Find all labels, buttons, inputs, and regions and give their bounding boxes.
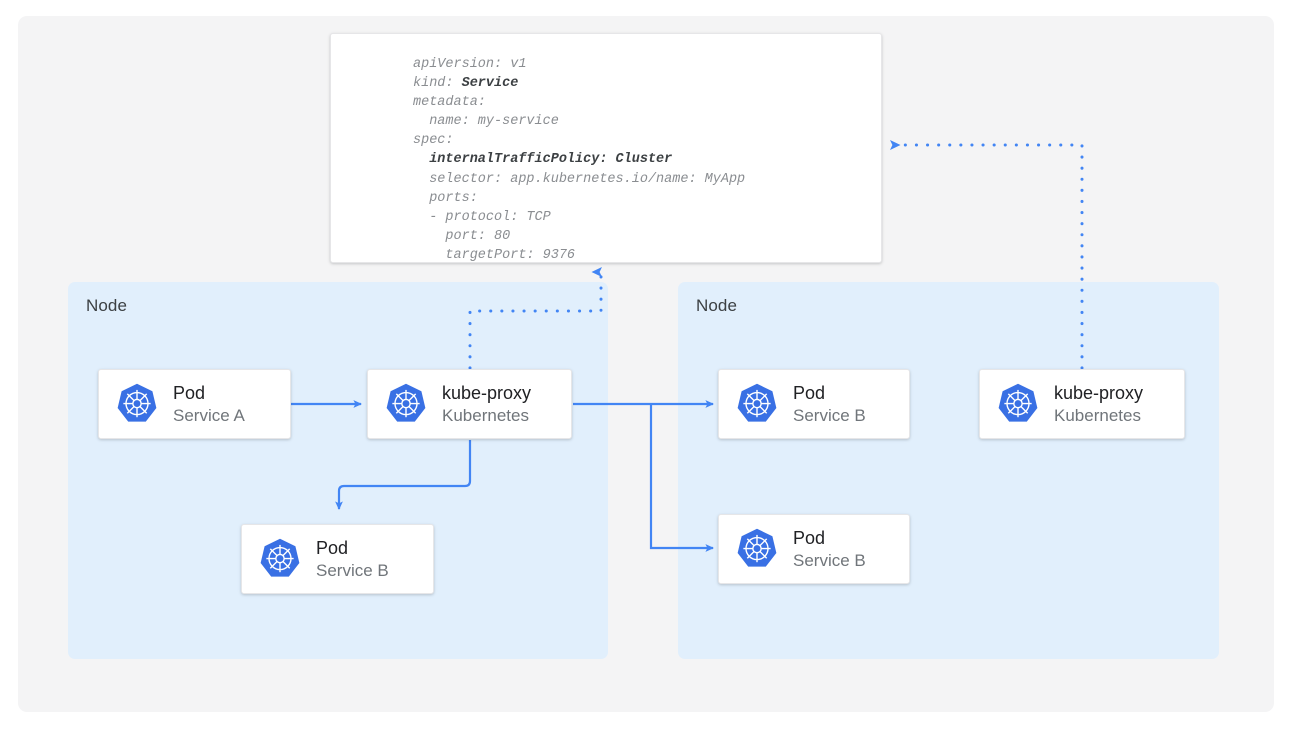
service-manifest-code: apiVersion: v1 kind: Service metadata: n… — [413, 57, 746, 263]
card-subtitle: Service B — [793, 550, 866, 570]
card-subtitle: Kubernetes — [442, 405, 529, 425]
kubernetes-logo-icon — [998, 383, 1038, 422]
card-title: kube-proxy — [1054, 383, 1144, 404]
card-kube-proxy-left[interactable]: kube-proxy Kubernetes — [367, 369, 572, 439]
card-pod-service-b-right-top[interactable]: Pod Service B — [718, 369, 910, 439]
card-text: Pod Service B — [316, 537, 389, 580]
kubernetes-logo-icon — [737, 528, 777, 567]
card-subtitle: Service B — [793, 405, 866, 425]
card-text: Pod Service A — [173, 382, 245, 425]
card-title: Pod — [793, 383, 826, 404]
card-subtitle: Kubernetes — [1054, 405, 1141, 425]
card-text: Pod Service B — [793, 527, 866, 570]
card-title: Pod — [793, 528, 826, 549]
card-title: Pod — [316, 538, 349, 559]
node-label-right: Node — [696, 296, 738, 315]
node-box-left — [68, 282, 608, 659]
card-subtitle: Service A — [173, 405, 245, 425]
card-pod-service-b-left[interactable]: Pod Service B — [241, 524, 434, 594]
card-pod-service-a[interactable]: Pod Service A — [98, 369, 291, 439]
node-box-right — [678, 282, 1219, 659]
card-kube-proxy-right[interactable]: kube-proxy Kubernetes — [979, 369, 1185, 439]
service-manifest-panel: apiVersion: v1 kind: Service metadata: n… — [330, 33, 882, 263]
kubernetes-logo-icon — [386, 383, 426, 422]
card-pod-service-b-right-bottom[interactable]: Pod Service B — [718, 514, 910, 584]
kubernetes-logo-icon — [260, 538, 300, 577]
card-text: kube-proxy Kubernetes — [442, 382, 531, 425]
node-label-left: Node — [86, 296, 128, 315]
kubernetes-logo-icon — [737, 383, 777, 422]
card-subtitle: Service B — [316, 560, 389, 580]
card-text: kube-proxy Kubernetes — [1054, 382, 1143, 425]
card-text: Pod Service B — [793, 382, 866, 425]
card-title: kube-proxy — [442, 383, 532, 404]
card-title: Pod — [173, 383, 206, 404]
kubernetes-logo-icon — [117, 383, 157, 422]
